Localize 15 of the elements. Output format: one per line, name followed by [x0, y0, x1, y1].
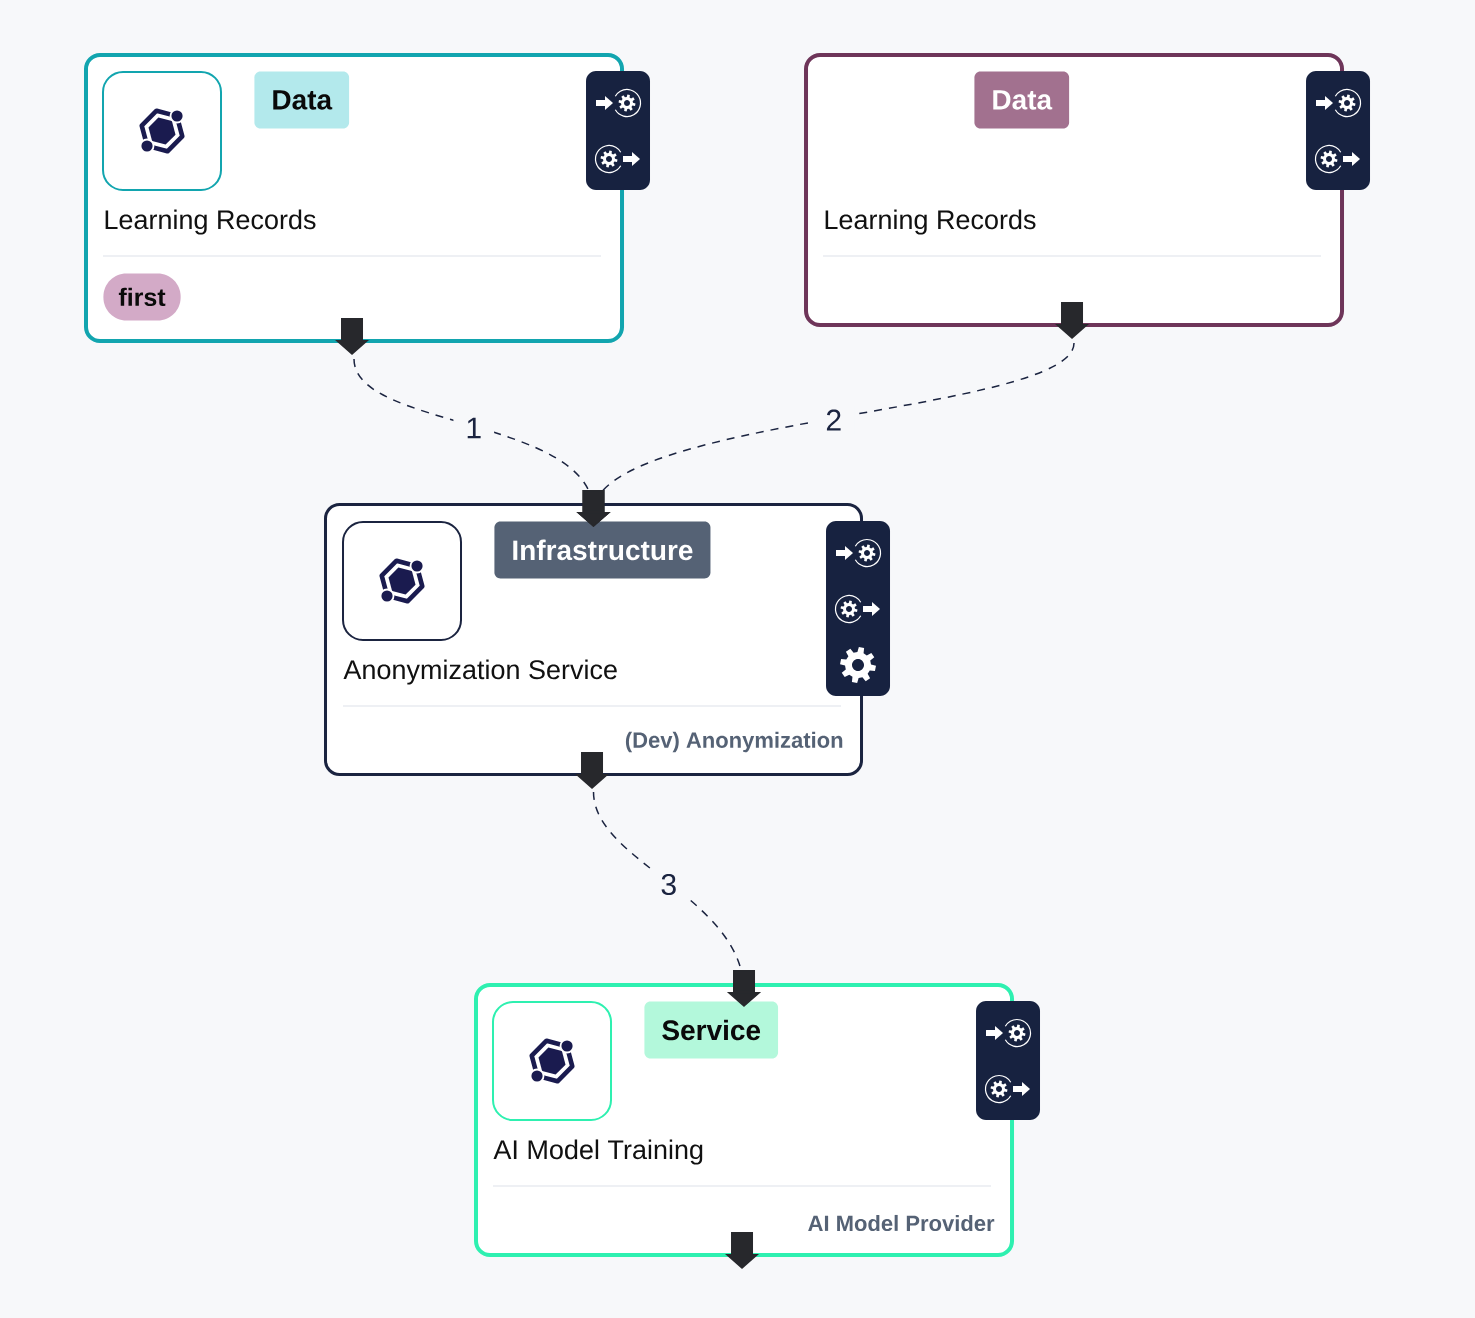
edge-label: 2 — [813, 405, 855, 435]
connector — [592, 791, 762, 1007]
edge-label: 3 — [648, 869, 690, 900]
card-subtitle: AI Model Provider — [808, 1214, 995, 1232]
tag: Data — [254, 71, 350, 129]
tag: Data — [974, 71, 1070, 129]
card-subtitle: (Dev) Anonymization — [625, 731, 843, 753]
tag: Infrastructure — [494, 521, 711, 579]
tag: first — [103, 273, 181, 321]
card-title: AI Model Training — [493, 1139, 703, 1165]
card-title: Learning Records — [105, 209, 316, 235]
tag: Service — [644, 1001, 779, 1059]
card-title: Anonymization Service — [343, 659, 617, 685]
edge-label: 1 — [453, 413, 495, 443]
card-title: Learning Records — [825, 209, 1036, 235]
